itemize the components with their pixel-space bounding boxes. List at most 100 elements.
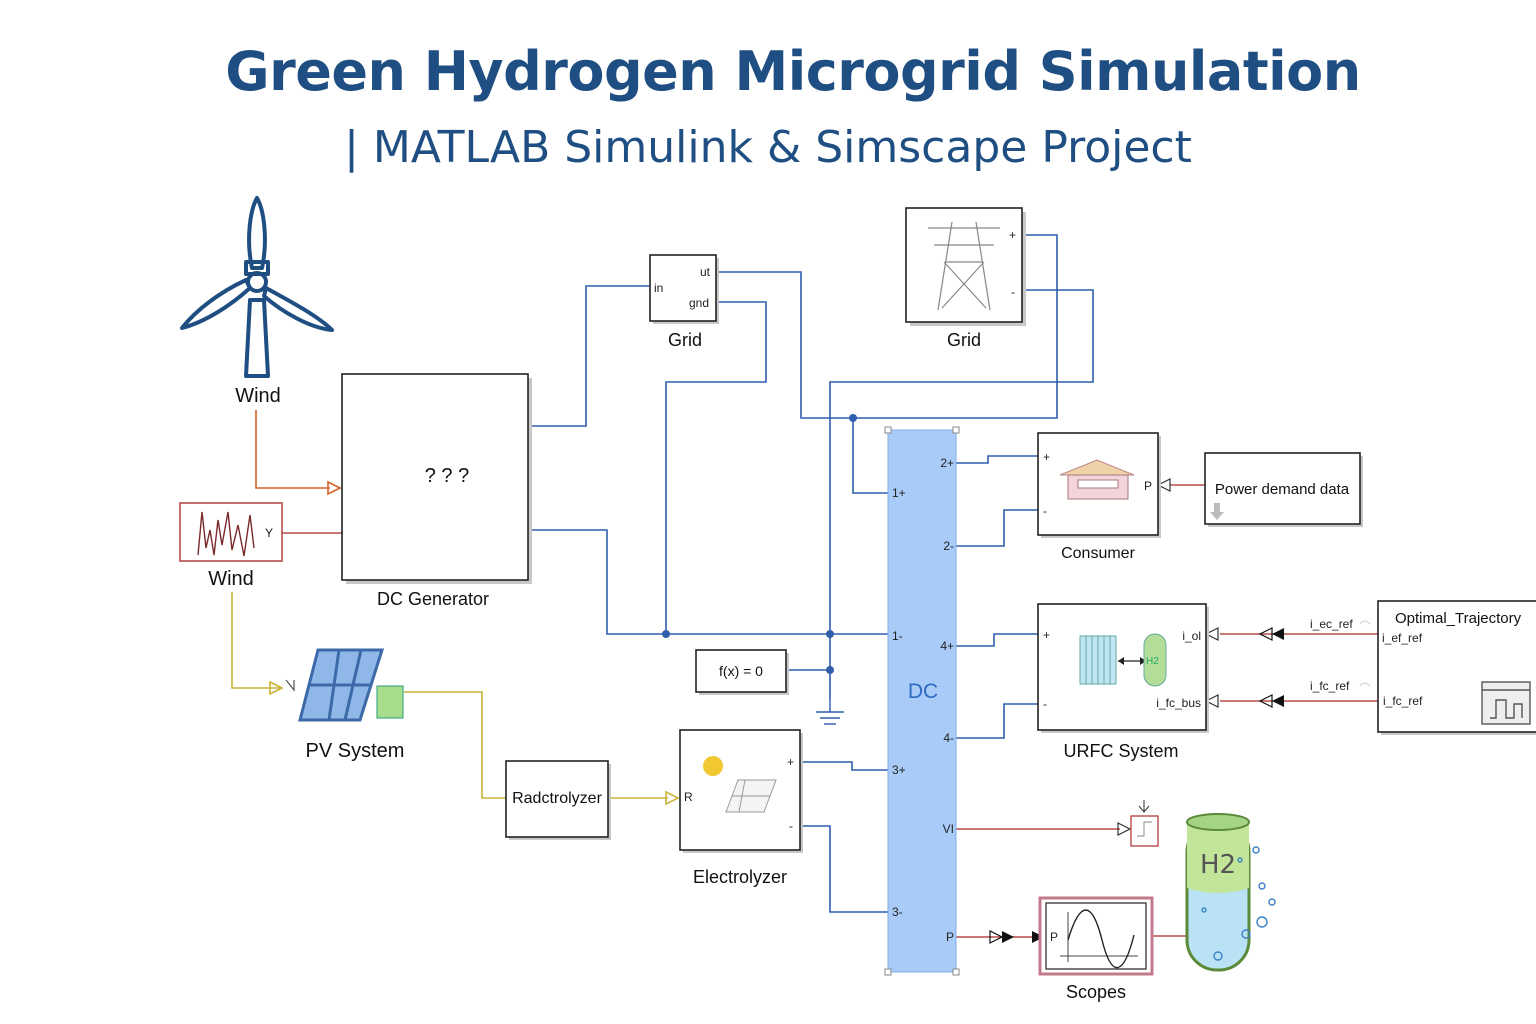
vi-display-block[interactable] — [1130, 800, 1159, 847]
arrow-head — [269, 680, 284, 696]
urfc-port-iol: i_ol — [1182, 629, 1201, 643]
transmission-tower-icon — [928, 221, 1000, 311]
wireless-icon — [1359, 620, 1371, 625]
consumer-port-plus: + — [1043, 450, 1050, 464]
solver-config-block[interactable]: f(x) = 0 — [695, 649, 789, 695]
bus-port-3minus: 3- — [892, 905, 903, 919]
wind-turbine-label: Wind — [235, 385, 281, 407]
grid-converter-block[interactable]: in ut gnd Grid — [649, 254, 719, 350]
goto-arrow — [1272, 695, 1284, 707]
goto-arrow — [1258, 627, 1273, 641]
optimal-trajectory-block[interactable]: Optimal_Trajectory i_ef_ref i_fc_ref — [1377, 600, 1536, 735]
sine-wave-icon — [1067, 909, 1135, 969]
wire-generator-to-bus[interactable] — [528, 529, 888, 635]
urfc-block[interactable]: H2 + - i_ol i_fc_bus URFC System i_ec_re… — [1037, 603, 1371, 761]
dc-bus-block[interactable]: DC 1+ 1- 2+ 2- 3+ 3- 4+ 4- VI P — [884, 426, 960, 976]
resize-handle — [884, 426, 892, 434]
from-arrow — [1002, 931, 1014, 943]
radctrolyzer-block[interactable]: Radctrolyzer — [505, 760, 611, 840]
wire-electrolyzer-plus[interactable] — [800, 761, 888, 771]
bus-port-4minus: 4- — [943, 731, 954, 745]
urfc-port-plus: + — [1043, 628, 1050, 642]
urfc-h2-label: H2 — [1146, 656, 1159, 667]
house-icon — [1059, 459, 1135, 500]
solar-panel-icon — [285, 648, 385, 722]
wire-electrolyzer-minus[interactable] — [800, 825, 888, 913]
wind-turbine-block[interactable]: Wind — [180, 196, 334, 407]
arrow-head — [665, 790, 680, 806]
wire-pv-to-radctrolyzer[interactable] — [404, 691, 506, 799]
bus-port-vi: VI — [943, 822, 954, 836]
battery-icon — [376, 685, 404, 719]
wire-grid-out[interactable] — [716, 271, 888, 494]
bus-port-1plus: 1+ — [892, 486, 906, 500]
bus-port-3plus: 3+ — [892, 763, 906, 777]
radctrolyzer-box — [505, 760, 609, 838]
arrow-head — [1204, 627, 1219, 641]
dc-bus-label: DC — [908, 680, 938, 703]
junction — [826, 666, 834, 674]
consumer-label: Consumer — [1061, 545, 1135, 562]
signal-builder-icon — [1481, 681, 1531, 725]
grid-tower-label: Grid — [947, 330, 981, 350]
bus-port-1minus: 1- — [892, 629, 903, 643]
wire-grid-gnd[interactable] — [665, 301, 767, 634]
wire-wind-to-generator[interactable] — [255, 410, 330, 489]
wireless-icon — [1359, 682, 1371, 687]
pv-system-block[interactable]: PV System — [285, 648, 405, 762]
tag-fc-ref: i_fc_ref — [1310, 679, 1350, 693]
from-arrow — [989, 930, 1004, 944]
h2-tank-label: H2 — [1200, 850, 1236, 880]
tank-cap — [1186, 813, 1250, 831]
wire-bus-4plus-urfc[interactable] — [956, 633, 1038, 647]
wire-bus-2plus-consumer[interactable] — [956, 455, 1038, 464]
dc-bus-bar — [887, 429, 957, 973]
electrolyzer-port-r: R — [684, 790, 693, 804]
grid-port-gnd: gnd — [689, 296, 709, 310]
urfc-port-ifcbus: i_fc_bus — [1156, 696, 1201, 710]
dc-generator-block[interactable]: ? ? ? DC Generator — [341, 373, 532, 609]
goto-arrow — [1272, 628, 1284, 640]
grid-port-in: in — [654, 281, 663, 295]
scopes-block[interactable]: P Scopes — [1038, 896, 1154, 1002]
tower-port-plus: + — [1009, 228, 1016, 242]
h2-tank-block[interactable]: H2 — [1185, 813, 1276, 972]
dc-generator-label: DC Generator — [377, 589, 489, 609]
electrolyzer-port-plus: + — [787, 755, 794, 769]
wires — [231, 234, 1378, 944]
wind-source-block[interactable]: Y Wind — [179, 502, 283, 590]
wire-bus-4minus-urfc[interactable] — [956, 703, 1038, 739]
resize-handle — [884, 968, 892, 976]
page-subtitle: | MATLAB Simulink & Simscape Project — [344, 122, 1192, 173]
resize-handle — [952, 968, 960, 976]
bus-port-2minus: 2- — [943, 539, 954, 553]
trajectory-port-efref: i_ef_ref — [1382, 631, 1423, 645]
urfc-port-minus: - — [1043, 697, 1047, 711]
power-demand-box — [1204, 452, 1361, 525]
scope-screen — [1045, 902, 1147, 970]
power-demand-block[interactable]: Power demand data — [1204, 452, 1363, 527]
h2-cylinder-icon — [1143, 633, 1167, 687]
urfc-box — [1037, 603, 1207, 731]
scopes-port-p: P — [1050, 930, 1058, 944]
grid-converter-label: Grid — [668, 330, 702, 350]
electrolyzer-block[interactable]: R + - Electrolyzer — [679, 729, 803, 887]
wind-source-port-y: Y — [265, 526, 273, 540]
download-icon — [1210, 503, 1224, 520]
wire-tower-minus[interactable] — [829, 289, 1094, 700]
wire-bus-2minus-consumer[interactable] — [956, 509, 1038, 547]
arrow-head — [1204, 694, 1219, 708]
consumer-block[interactable]: + - P Consumer — [1037, 432, 1161, 562]
wire-wind-to-pv[interactable] — [231, 592, 280, 689]
optimal-trajectory-label: Optimal_Trajectory — [1395, 610, 1522, 627]
wire-generator-to-grid-in[interactable] — [528, 285, 650, 427]
grid-tower-box — [905, 207, 1023, 323]
grid-tower-block[interactable]: + - Grid — [905, 207, 1026, 350]
goto-arrow — [1258, 694, 1273, 708]
resize-handle — [952, 426, 960, 434]
display-glyph — [1137, 821, 1152, 837]
pv-system-label: PV System — [306, 740, 405, 762]
junction — [662, 630, 670, 638]
wire-tower-plus[interactable] — [853, 234, 1058, 419]
